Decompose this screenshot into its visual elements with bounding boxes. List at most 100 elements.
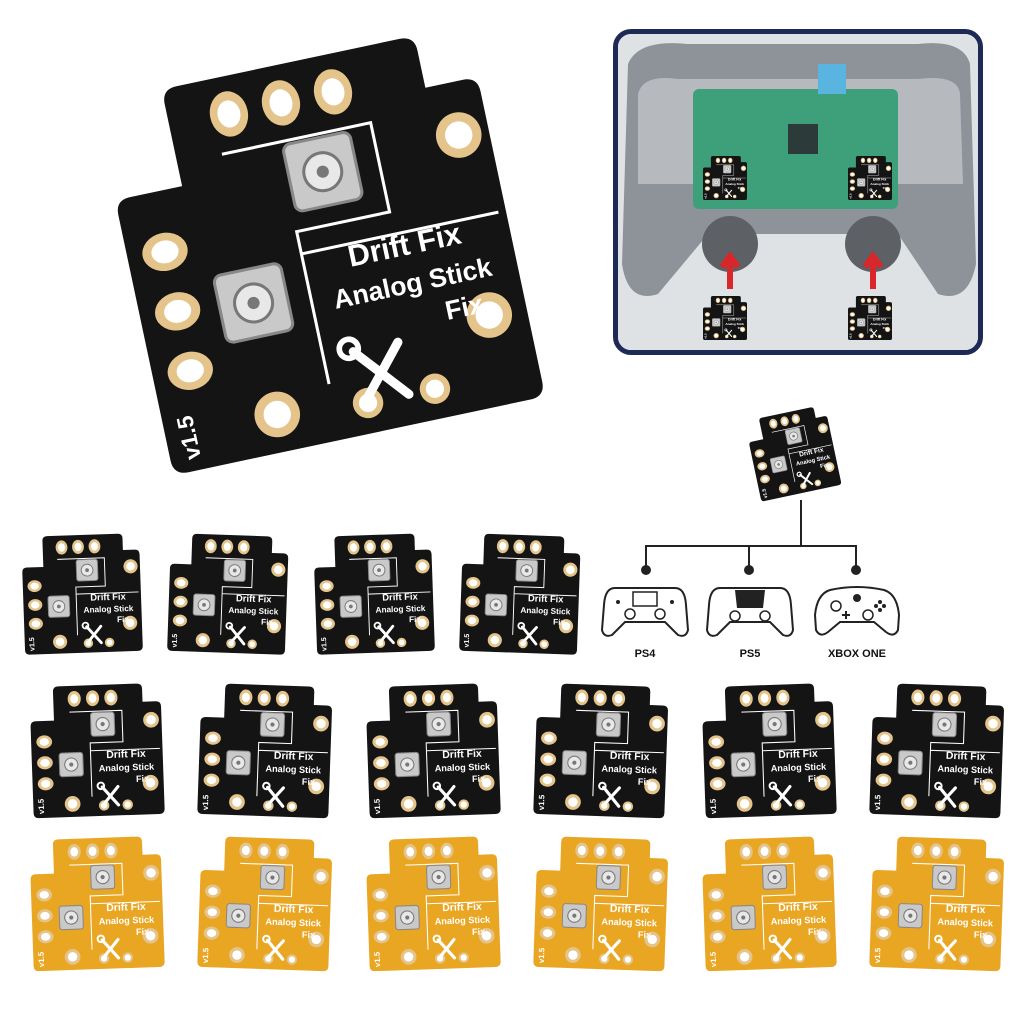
black-pcb-board: Drift Fix Analog Stick Fix v1.5 xyxy=(456,533,584,655)
pcb-label-drift-fix: Drift Fix xyxy=(946,751,986,763)
yellow-pcb-board: Drift Fix Analog Stick Fix v1.5 xyxy=(698,836,840,972)
console-label-ps4: PS4 xyxy=(634,648,656,660)
pcb-label-fix: Fix xyxy=(638,777,652,787)
pcb-version-label: v1.5 xyxy=(29,637,36,651)
wrench-screwdriver-icon xyxy=(724,188,733,198)
tree-connector xyxy=(748,545,750,567)
yellow-pcb-board: Drift Fix Analog Stick Fix v1.5 xyxy=(194,836,336,972)
black-pcb-board: Drift Fix Analog Stick Fix v1.5 xyxy=(164,533,292,655)
pcb-label-fix: Fix xyxy=(820,462,830,470)
wrench-screwdriver-icon xyxy=(724,328,733,338)
pcb-label-analog-stick: Analog Stick xyxy=(99,915,156,927)
pcb-label-drift-fix: Drift Fix xyxy=(442,902,482,914)
pcb-label-drift-fix: Drift Fix xyxy=(236,592,273,604)
main-pcb-board: Drift Fix Analog Stick Fix v1.5 xyxy=(95,25,546,476)
pcb-label-fix: Fix xyxy=(883,326,888,330)
black-pcb-board: Drift Fix Analog Stick Fix v1.5 xyxy=(866,683,1008,819)
pcb-version-label: v1.5 xyxy=(709,798,719,814)
yellow-pcb-board: Drift Fix Analog Stick Fix v1.5 xyxy=(26,836,168,972)
pcb-label-drift-fix: Drift Fix xyxy=(106,749,146,761)
yellow-pcb-board: Drift Fix Analog Stick Fix v1.5 xyxy=(866,836,1008,972)
pcb-label-fix: Fix xyxy=(136,773,150,783)
pcb-label-fix: Fix xyxy=(409,615,422,624)
tree-node xyxy=(744,565,754,575)
pcb-version-label: v1.5 xyxy=(321,637,328,651)
pcb-label-fix: Fix xyxy=(738,186,743,190)
pcb-version-label: v1.5 xyxy=(849,333,853,339)
black-pcb-board: Drift Fix Analog Stick Fix v1.5 xyxy=(18,533,146,655)
wrench-screwdriver-icon xyxy=(934,934,957,961)
yellow-pcb-board: Drift Fix Analog Stick Fix v1.5 xyxy=(362,836,504,972)
pcb-version-label: v1.5 xyxy=(873,947,883,963)
black-pcb-board: Drift Fix Analog Stick Fix v1.5 xyxy=(194,683,336,819)
pcb-label-drift-fix: Drift Fix xyxy=(442,749,482,761)
controller-installation-illustration xyxy=(618,34,978,350)
pcb-label-fix: Fix xyxy=(553,618,566,627)
black-pcb-board: Drift Fix Analog Stick Fix v1.5 xyxy=(310,533,438,655)
tree-connector xyxy=(855,545,857,567)
pcb-label-drift-fix: Drift Fix xyxy=(728,178,741,182)
pcb-label-fix: Fix xyxy=(472,926,486,936)
pcb-label-drift-fix: Drift Fix xyxy=(778,749,818,761)
pcb-label-analog-stick: Analog Stick xyxy=(771,915,828,927)
pcb-label-analog-stick: Analog Stick xyxy=(435,915,492,927)
pcb-label-drift-fix: Drift Fix xyxy=(946,904,986,916)
pcb-version-label: v1.5 xyxy=(537,947,547,963)
pcb-label-analog-stick: Analog Stick xyxy=(601,917,658,929)
wrench-screwdriver-icon xyxy=(768,934,793,961)
wrench-screwdriver-icon xyxy=(96,781,121,808)
pcb-label-analog-stick: Analog Stick xyxy=(375,604,426,615)
pcb-label-analog-stick: Analog Stick xyxy=(870,182,889,186)
black-pcb-board: Drift Fix Analog Stick Fix v1.5 xyxy=(530,683,672,819)
pcb-label-drift-fix: Drift Fix xyxy=(728,318,741,322)
pcb-version-label: v1.5 xyxy=(373,798,383,814)
installation-photo-frame: Drift Fix Analog Stick Fix v1.5 Drift Fi… xyxy=(613,29,983,355)
xbox-one-controller-icon xyxy=(813,586,901,636)
tree-node xyxy=(851,565,861,575)
pcb-label-drift-fix: Drift Fix xyxy=(382,590,419,602)
tree-connector xyxy=(645,545,857,547)
black-pcb-board: Drift Fix Analog Stick Fix v1.5 xyxy=(362,683,504,819)
pcb-label-analog-stick: Analog Stick xyxy=(937,917,994,929)
wrench-screwdriver-icon xyxy=(373,621,395,645)
pcb-label-analog-stick: Analog Stick xyxy=(771,762,828,774)
pcb-label-analog-stick: Analog Stick xyxy=(601,764,658,776)
pcb-label-drift-fix: Drift Fix xyxy=(106,902,146,914)
tree-connector xyxy=(800,500,802,546)
pcb-label-fix: Fix xyxy=(738,326,743,330)
pcb-version-label: v1.5 xyxy=(761,488,769,499)
pcb-label-fix: Fix xyxy=(638,930,652,940)
console-label-ps5: PS5 xyxy=(739,648,761,660)
pcb-label-analog-stick: Analog Stick xyxy=(725,182,744,186)
pcb-version-label: v1.5 xyxy=(37,951,47,967)
pcb-label-fix: Fix xyxy=(136,926,150,936)
black-pcb-board: Drift Fix Analog Stick Fix v1.5 xyxy=(698,683,840,819)
pcb-label-drift-fix: Drift Fix xyxy=(873,318,886,322)
ps4-controller-icon xyxy=(600,587,690,637)
pcb-label-analog-stick: Analog Stick xyxy=(99,762,156,774)
pcb-label-fix: Fix xyxy=(117,615,130,624)
pcb-label-analog-stick: Analog Stick xyxy=(937,764,994,776)
ps5-controller-icon xyxy=(705,587,795,637)
pcb-version-label: v1.5 xyxy=(464,634,471,648)
wrench-screwdriver-icon xyxy=(432,781,457,808)
wrench-screwdriver-icon xyxy=(598,781,621,808)
pcb-label-fix: Fix xyxy=(302,777,316,787)
wrench-screwdriver-icon xyxy=(796,471,814,488)
yellow-pcb-board: Drift Fix Analog Stick Fix v1.5 xyxy=(530,836,672,972)
pcb-label-drift-fix: Drift Fix xyxy=(274,904,314,916)
pcb-label-fix: Fix xyxy=(883,186,888,190)
pcb-label-analog-stick: Analog Stick xyxy=(265,917,322,929)
tree-connector xyxy=(645,545,647,567)
wrench-screwdriver-icon xyxy=(336,336,414,409)
pcb-version-label: v1.5 xyxy=(373,951,383,967)
wrench-screwdriver-icon xyxy=(262,934,285,961)
wrench-screwdriver-icon xyxy=(262,781,285,808)
pcb-version-label: v1.5 xyxy=(537,794,547,810)
wrench-screwdriver-icon xyxy=(869,328,878,338)
pcb-version-label: v1.5 xyxy=(172,634,179,648)
pcb-label-fix: Fix xyxy=(974,930,988,940)
pcb-label-drift-fix: Drift Fix xyxy=(873,178,886,182)
pcb-label-fix: Fix xyxy=(808,773,822,783)
pcb-label-fix: Fix xyxy=(302,930,316,940)
